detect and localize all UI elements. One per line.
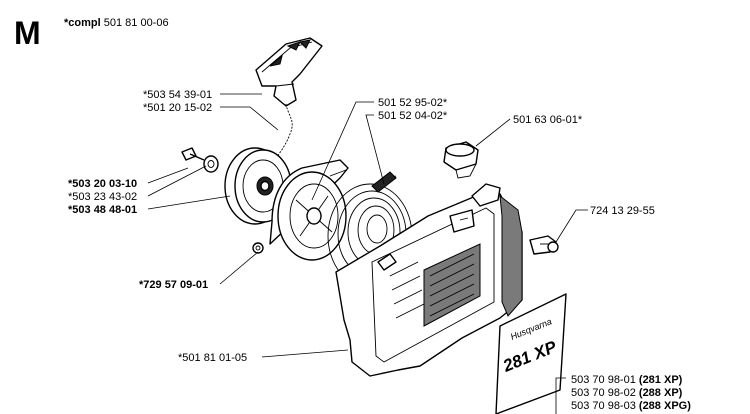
cap-part [443,141,479,179]
variant-row: 503 70 98-02 (288 XP) [571,387,683,399]
screw-washer [181,147,219,173]
callout-501-20-15-02: *501 20 15-02 [143,102,212,114]
starter-handle [255,37,323,107]
starter-cover [335,183,523,377]
spring-cup [269,159,349,261]
leader-lines [147,93,588,414]
section-letter: M [14,15,41,51]
callout-729-57-09-01: *729 57 09-01 [139,279,208,291]
callout-501-81-01-05: *501 81 01-05 [178,352,247,364]
callout-503-20-03-10: *503 20 03-10 [68,178,137,190]
callout-724-13-29-55: 724 13 29-55 [590,205,655,217]
callout-503-48-48-01: *503 48 48-01 [68,204,137,216]
variant-row: 503 70 98-03 (288 XPG) [571,400,691,412]
cover-decal: Husqvarna 281 XP [495,293,567,414]
callout-503-54-39-01: *503 54 39-01 [143,89,212,101]
callout-501-52-04-02: 501 52 04-02* [378,110,448,122]
assembly-header: *compl 501 81 00-06 [64,17,169,29]
callout-503-23-43-02: *503 23 43-02 [68,191,137,203]
spring-retainer [371,171,397,193]
callout-501-52-95-02: 501 52 95-02* [378,97,448,109]
callout-501-63-06-01: 501 63 06-01* [513,114,583,126]
side-bolt [529,235,559,255]
variant-row: 503 70 98-01 (281 XP) [571,374,683,386]
pulley-bolt [252,242,264,254]
